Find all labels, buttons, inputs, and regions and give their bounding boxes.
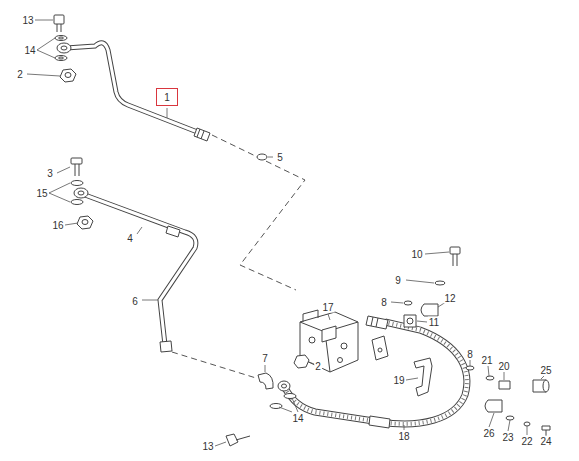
callout-number: 26 — [482, 428, 495, 439]
callout-number: 11 — [428, 317, 440, 328]
callout-number: 25 — [539, 365, 552, 376]
callout-number: 14 — [291, 413, 304, 424]
callout-number: 7 — [261, 353, 269, 364]
callout-number: 13 — [201, 441, 214, 452]
callout-number: 10 — [410, 249, 423, 260]
callout-number: 20 — [497, 361, 510, 372]
callout-number: 2 — [16, 69, 24, 80]
callout-number: 16 — [51, 220, 64, 231]
callout-number: 3 — [46, 168, 54, 179]
callout-number: 4 — [126, 233, 134, 244]
callout-number: 1 — [164, 92, 170, 103]
callout-number: 14 — [23, 45, 36, 56]
callout-number: 8 — [380, 297, 388, 308]
callout-number: 12 — [443, 293, 456, 304]
callout-number: 9 — [394, 275, 402, 286]
callout-number: 8 — [466, 349, 474, 360]
callout-number: 18 — [397, 431, 410, 442]
callout-number: 22 — [520, 436, 533, 447]
callout-number: 24 — [539, 436, 552, 447]
callout-number: 15 — [35, 188, 48, 199]
callout-box: 1 — [156, 88, 178, 106]
callout-number: 5 — [276, 152, 284, 163]
callout-number: 6 — [131, 296, 139, 307]
callout-number: 2 — [314, 361, 322, 372]
callout-number: 19 — [392, 375, 405, 386]
callout-number: 23 — [501, 432, 514, 443]
callout-number: 21 — [480, 355, 493, 366]
callout-number: 13 — [21, 15, 34, 26]
callout-number: 17 — [321, 302, 334, 313]
